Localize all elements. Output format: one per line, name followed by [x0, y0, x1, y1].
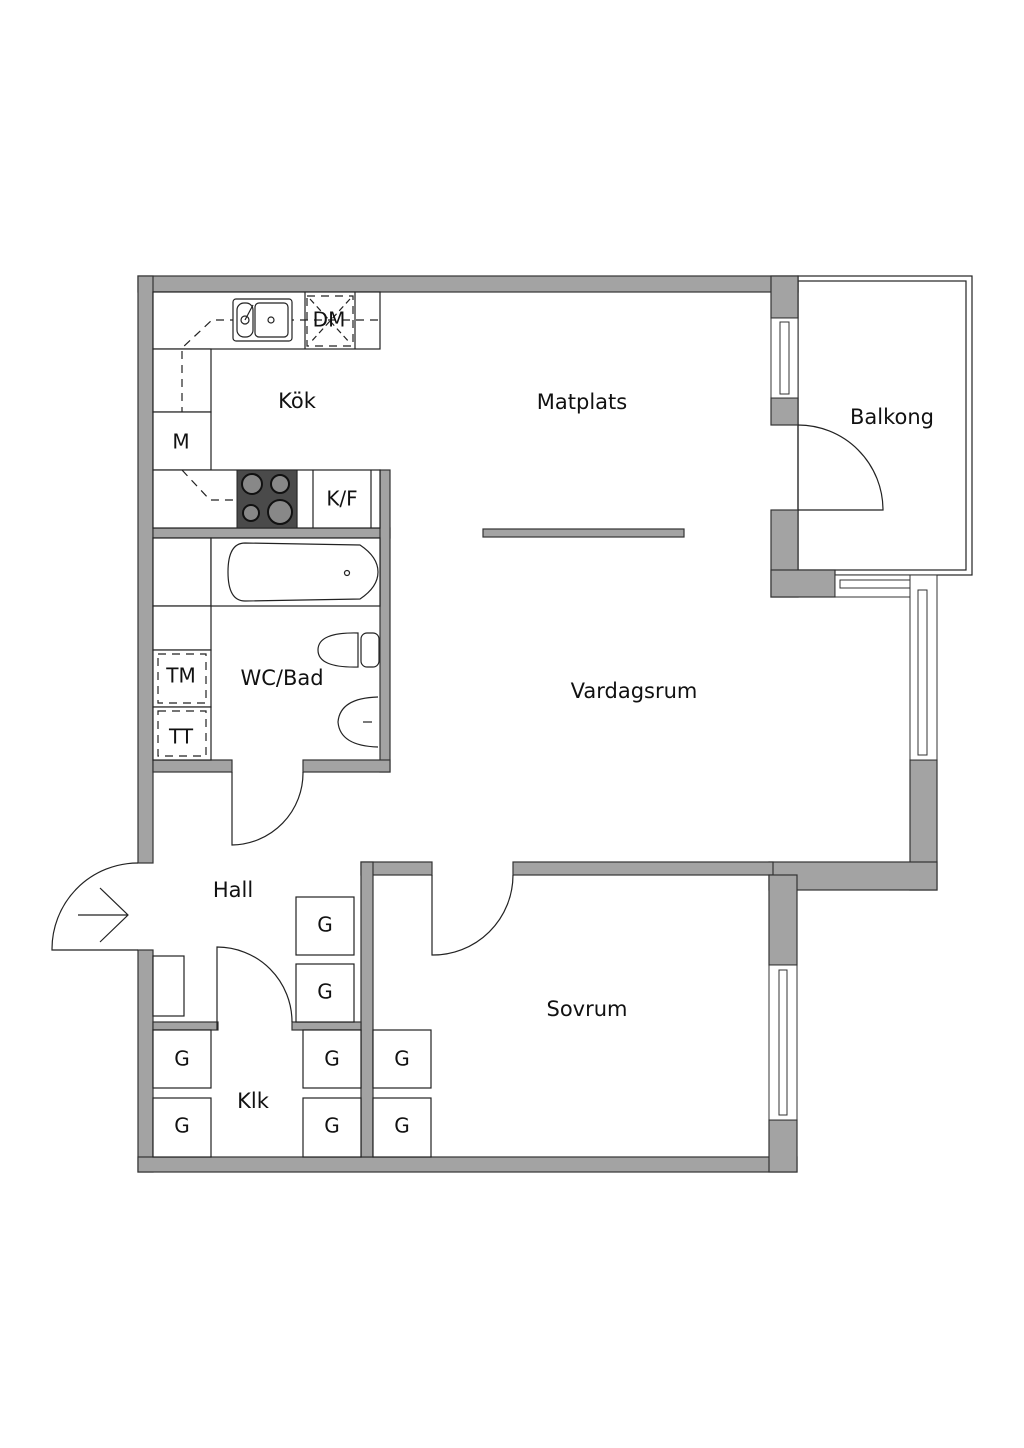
wardrobe-label: G	[324, 1114, 340, 1138]
windows	[768, 317, 938, 1121]
doors	[51, 424, 884, 1030]
wardrobes: G G G G G G G G	[152, 896, 432, 1158]
room-labels: Kök Matplats Balkong WC/Bad Vardagsrum H…	[213, 389, 934, 1113]
bathtub-icon	[227, 542, 379, 602]
washing-machine-label: TM	[165, 664, 195, 688]
dishwasher-icon	[306, 295, 354, 347]
wardrobe-label: G	[317, 980, 333, 1004]
divider-wall	[482, 528, 685, 538]
room-label-kok: Kök	[278, 389, 317, 413]
kitchen-fixtures: DM M K/F	[152, 291, 381, 529]
wardrobe-label: G	[394, 1047, 410, 1071]
sink-icon	[232, 298, 293, 342]
balcony	[797, 275, 973, 576]
room-label-matplats: Matplats	[537, 390, 627, 414]
balcony-door	[797, 424, 884, 511]
room-label-wc-bad: WC/Bad	[240, 666, 323, 690]
wardrobe-label: G	[174, 1114, 190, 1138]
wardrobe-label: G	[394, 1114, 410, 1138]
dishwasher-label: DM	[313, 308, 346, 332]
walls	[137, 275, 938, 1173]
fridge-freezer-label: K/F	[326, 487, 357, 511]
toilet-icon	[317, 632, 359, 668]
room-label-balkong: Balkong	[850, 405, 934, 429]
room-label-klk: Klk	[237, 1089, 270, 1113]
closet-door	[216, 946, 293, 1030]
room-label-hall: Hall	[213, 878, 253, 902]
entrance-arrow-icon	[78, 887, 129, 943]
wardrobe-label: G	[317, 913, 333, 937]
bathroom-fixtures: TM TT	[152, 537, 381, 761]
washbasin-icon	[337, 696, 379, 748]
tumble-dryer-label: TT	[168, 725, 194, 749]
room-label-vardagsrum: Vardagsrum	[571, 679, 698, 703]
bedroom-door	[431, 874, 514, 956]
entrance-door	[51, 862, 139, 951]
stove-icon	[236, 469, 298, 529]
room-label-sovrum: Sovrum	[546, 997, 627, 1021]
microwave-label: M	[172, 430, 189, 454]
wardrobe-label: G	[324, 1047, 340, 1071]
wardrobe-label: G	[174, 1047, 190, 1071]
bathroom-door	[231, 771, 304, 846]
